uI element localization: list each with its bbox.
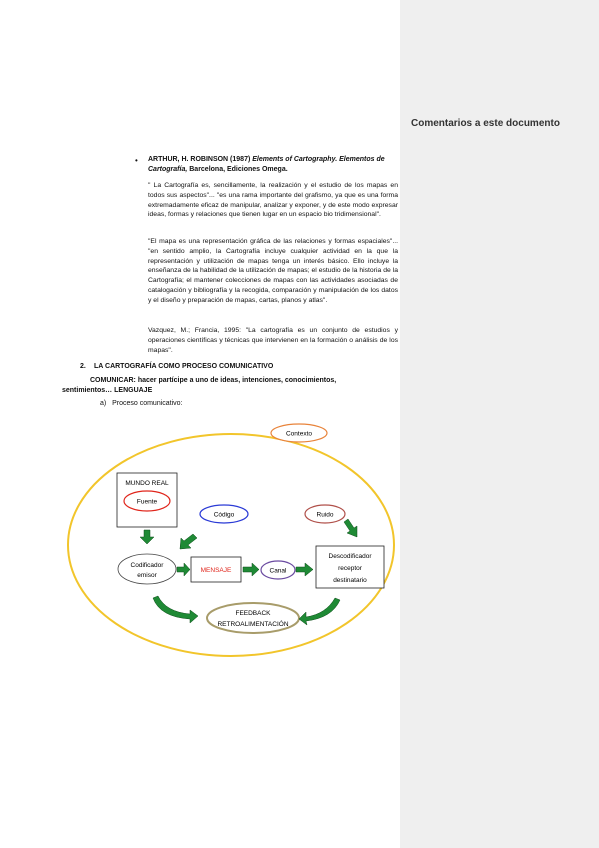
section-title: LA CARTOGRAFÍA COMO PROCESO COMUNICATIVO	[94, 363, 274, 370]
comunicar-definition: COMUNICAR: hacer partícipe a uno de idea…	[62, 376, 382, 396]
codigo-ellipse	[199, 504, 249, 524]
reference-book-title: Elements of Cartography. Elementos de Ca…	[148, 156, 385, 173]
reference-publisher: Barcelona, Ediciones Omega.	[187, 166, 288, 173]
descodificador-box	[315, 545, 385, 589]
codigo-label: Código	[214, 512, 235, 519]
contexto-ellipse	[270, 423, 328, 443]
mundo-real-label: MUNDO REAL	[125, 480, 169, 487]
codificador-label-1: Codificador	[131, 562, 165, 569]
descodificador-label-2: receptor	[338, 565, 363, 572]
ruido-ellipse	[304, 504, 346, 524]
canal-label: Canal	[270, 568, 288, 575]
reference-title: ARTHUR, H. ROBINSON (1987) Elements of C…	[148, 155, 396, 175]
list-item-label: Proceso comunicativo:	[112, 400, 183, 407]
list-marker: a)	[100, 400, 107, 407]
comments-sidebar: Comentarios a este documento	[400, 0, 599, 848]
comunicar-text: hacer partícipe a uno de ideas, intencio…	[62, 377, 337, 394]
codificador-label-2: emisor	[137, 572, 157, 579]
comments-title: Comentarios a este documento	[411, 118, 560, 129]
communication-process-diagram: MUNDO REAL Fuente Contexto Código Ruido …	[67, 423, 395, 657]
fuente-label: Fuente	[137, 499, 158, 506]
arrow-codificador-to-mensaje	[176, 562, 191, 577]
arrow-feedback-left	[152, 595, 199, 624]
arrow-feedback-right	[298, 597, 341, 626]
quote-paragraph-3: Vazquez, M.; Francia, 1995: "La cartogra…	[148, 327, 398, 354]
feedback-label-2: RETROALIMENTACIÓN	[217, 619, 288, 628]
mensaje-box	[190, 556, 242, 583]
bullet-marker: •	[135, 156, 138, 165]
descodificador-label-3: destinatario	[333, 577, 367, 584]
arrow-canal-to-descodificador	[295, 562, 314, 577]
feedback-label-1: FEEDBACK	[235, 610, 271, 617]
comunicar-term: COMUNICAR:	[90, 377, 136, 384]
section-heading: 2. LA CARTOGRAFÍA COMO PROCESO COMUNICATI…	[80, 363, 273, 370]
contexto-label: Contexto	[286, 431, 312, 438]
fuente-ellipse	[123, 490, 171, 512]
document-page: • ARTHUR, H. ROBINSON (1987) Elements of…	[62, 155, 398, 657]
arrow-codigo-to-codificador	[179, 533, 198, 550]
process-boundary-ellipse	[67, 433, 395, 657]
mensaje-label: MENSAJE	[201, 567, 232, 574]
arrow-fuente-to-codificador	[139, 529, 155, 545]
feedback-ellipse	[206, 602, 300, 634]
codificador-ellipse	[117, 553, 177, 585]
list-item-a: a) Proceso comunicativo:	[100, 400, 183, 407]
quote-paragraph-2: "El mapa es una representación gráfica d…	[148, 238, 398, 304]
ruido-label: Ruido	[317, 512, 334, 519]
section-number: 2.	[80, 363, 86, 370]
quote-paragraph-1: " La Cartografía es, sencillamente, la r…	[148, 182, 398, 219]
canal-ellipse	[260, 560, 296, 580]
descodificador-label-1: Descodificador	[329, 553, 373, 560]
reference-author: ARTHUR, H. ROBINSON (1987)	[148, 156, 253, 163]
arrow-mensaje-to-canal	[242, 562, 260, 577]
arrow-ruido-to-descodificador	[343, 518, 358, 538]
